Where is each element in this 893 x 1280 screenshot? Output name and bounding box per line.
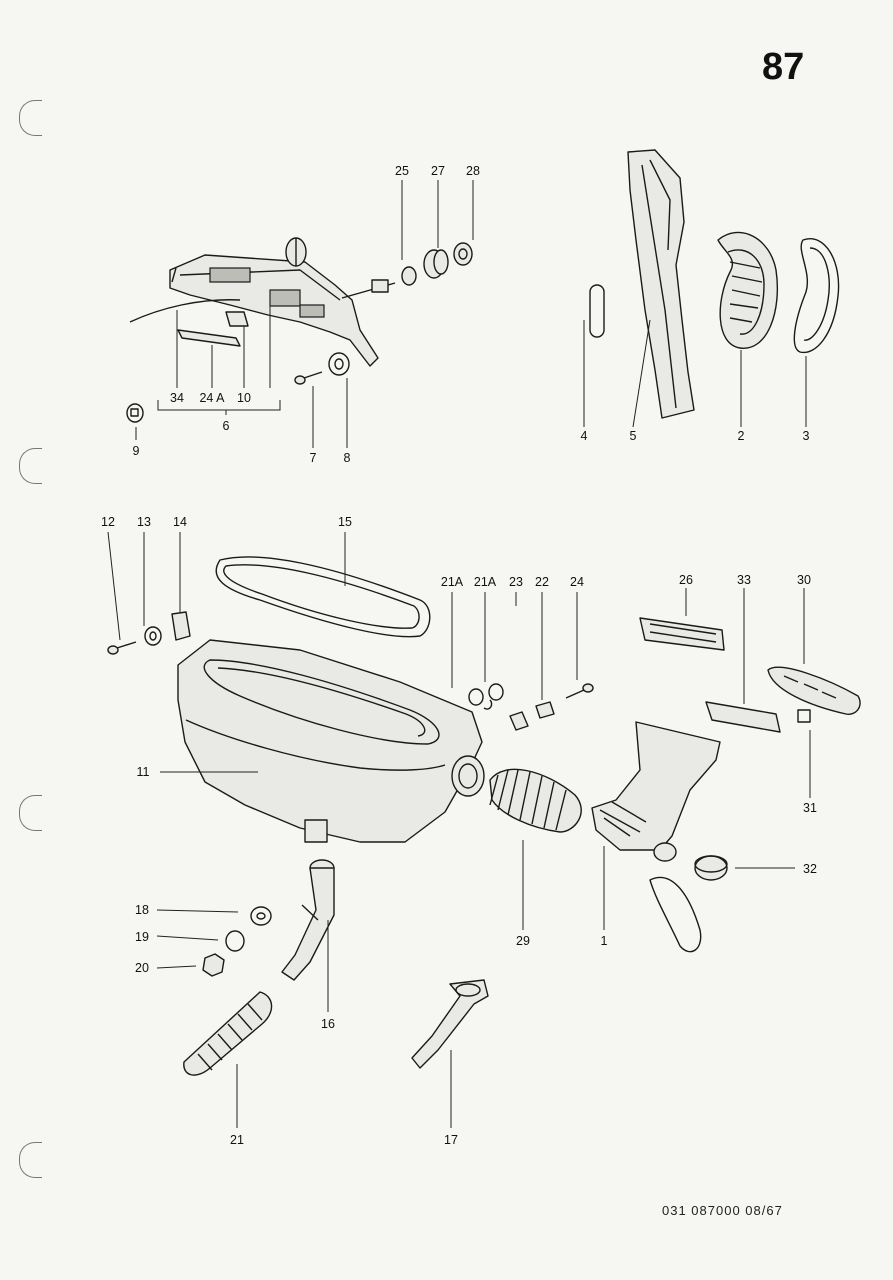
duct-5-groove bbox=[641, 164, 677, 409]
callout-21: 21 bbox=[230, 1133, 244, 1147]
callout-labels: 25 27 28 34 24 A 10 6 9 7 8 4 5 2 3 12 1… bbox=[101, 164, 817, 1147]
lever-clip bbox=[225, 311, 249, 327]
callout-30: 30 bbox=[797, 573, 811, 587]
pipe-17 bbox=[411, 979, 489, 1069]
callout-18: 18 bbox=[135, 903, 149, 917]
callout-6: 6 bbox=[223, 419, 230, 433]
heater-box-11 bbox=[177, 639, 485, 843]
vent-30-slots bbox=[783, 675, 837, 699]
page-number: 87 bbox=[762, 46, 805, 88]
binder-hole-1 bbox=[19, 100, 42, 136]
outlet-1 bbox=[591, 721, 721, 862]
corrugated-hose-21 bbox=[183, 991, 273, 1076]
callout-13: 13 bbox=[137, 515, 151, 529]
callout-7: 7 bbox=[310, 451, 317, 465]
callout-3: 3 bbox=[803, 429, 810, 443]
seal-ring-3 bbox=[793, 238, 840, 354]
bowden-cable bbox=[129, 299, 241, 323]
callout-29: 29 bbox=[516, 934, 530, 948]
callout-25: 25 bbox=[395, 164, 409, 178]
callout-32: 32 bbox=[803, 862, 817, 876]
callout-24: 24 bbox=[570, 575, 584, 589]
leader-lines bbox=[107, 180, 811, 1128]
washer-18 bbox=[250, 906, 272, 926]
grille-gasket-2 bbox=[717, 231, 779, 349]
control-lever-assembly bbox=[169, 237, 379, 367]
callout-4: 4 bbox=[581, 429, 588, 443]
callout-31: 31 bbox=[803, 801, 817, 815]
callout-27: 27 bbox=[431, 164, 445, 178]
flex-hose-29 bbox=[489, 768, 582, 833]
binder-hole-2 bbox=[19, 448, 42, 484]
frame-33 bbox=[705, 701, 781, 733]
washer-21a-2 bbox=[483, 683, 504, 710]
clip-14 bbox=[171, 611, 191, 641]
nut-20 bbox=[202, 953, 225, 977]
callout-10: 10 bbox=[237, 391, 251, 405]
shaft-assembly bbox=[341, 242, 473, 299]
screw-7 bbox=[294, 371, 323, 385]
pipe-16 bbox=[281, 859, 335, 981]
callout-20: 20 bbox=[135, 961, 149, 975]
callout-33: 33 bbox=[737, 573, 751, 587]
grommet-32 bbox=[694, 855, 728, 881]
washer-8 bbox=[328, 352, 350, 376]
callout-5: 5 bbox=[630, 429, 637, 443]
callout-8: 8 bbox=[344, 451, 351, 465]
nut-23 bbox=[509, 711, 529, 731]
binder-hole-4 bbox=[19, 1142, 42, 1178]
callout-23: 23 bbox=[509, 575, 523, 589]
callout-24a-top: 24 A bbox=[199, 391, 225, 405]
screw-12 bbox=[107, 641, 137, 655]
callout-2: 2 bbox=[738, 429, 745, 443]
washer-21a-1 bbox=[468, 688, 484, 706]
clip-31 bbox=[797, 709, 811, 723]
lever-knob bbox=[177, 329, 241, 347]
callout-21a-1: 21A bbox=[441, 575, 464, 589]
callout-34: 34 bbox=[170, 391, 184, 405]
hose-lower-right bbox=[649, 876, 702, 953]
duct-5-edge bbox=[649, 159, 671, 251]
callout-21a-2: 21A bbox=[474, 575, 497, 589]
callout-1: 1 bbox=[601, 934, 608, 948]
seal-15 bbox=[215, 556, 431, 638]
washer-13 bbox=[144, 626, 162, 646]
sleeve-22 bbox=[535, 701, 555, 719]
callout-28: 28 bbox=[466, 164, 480, 178]
callout-14: 14 bbox=[173, 515, 187, 529]
document-code: 031 087000 08/67 bbox=[662, 1203, 783, 1218]
callout-22: 22 bbox=[535, 575, 549, 589]
seal-4 bbox=[589, 284, 605, 338]
callout-11: 11 bbox=[137, 765, 150, 779]
callout-16: 16 bbox=[321, 1017, 335, 1031]
vent-26-slots bbox=[649, 623, 717, 643]
callout-17: 17 bbox=[444, 1133, 458, 1147]
callout-12: 12 bbox=[101, 515, 115, 529]
callout-9: 9 bbox=[133, 444, 140, 458]
lock-washer-19 bbox=[225, 930, 245, 952]
vent-30 bbox=[767, 666, 861, 715]
callout-19: 19 bbox=[135, 930, 149, 944]
screw-24 bbox=[565, 683, 594, 699]
callout-15: 15 bbox=[338, 515, 352, 529]
knob-cover-9 bbox=[126, 403, 144, 423]
callout-26: 26 bbox=[679, 573, 693, 587]
binder-hole-3 bbox=[19, 795, 42, 831]
